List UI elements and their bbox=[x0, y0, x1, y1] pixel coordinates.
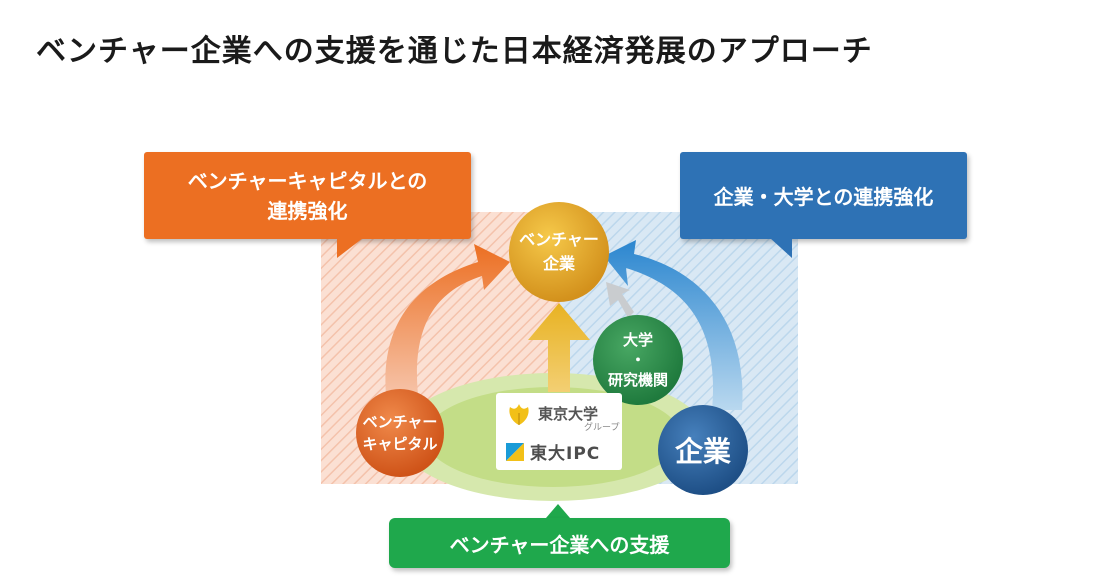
venture-support-callout: ベンチャー企業への支援 bbox=[389, 518, 730, 568]
utokyo-name: 東京大学 bbox=[538, 405, 599, 423]
venture-label-2: 企業 bbox=[542, 254, 575, 273]
univ-node: 大学 ・ 研究機関 bbox=[593, 315, 683, 405]
vc-circle bbox=[356, 389, 444, 477]
univ-arrow bbox=[606, 282, 634, 318]
corp-callout-tail bbox=[770, 238, 792, 258]
ginkgo-icon bbox=[509, 404, 529, 425]
vc-collab-line2: 連携強化 bbox=[267, 198, 348, 223]
venture-circle bbox=[509, 202, 609, 302]
page-title: ベンチャー企業への支援を通じた日本経済発展のアプローチ bbox=[36, 34, 873, 69]
corp-label: 企業 bbox=[674, 435, 731, 468]
vc-callout-tail bbox=[337, 238, 363, 258]
vc-label-1: ベンチャー bbox=[362, 413, 438, 431]
utokyo-logo: 東京大学 bbox=[506, 401, 598, 427]
corp-arrow bbox=[604, 240, 743, 410]
corp-circle bbox=[658, 405, 748, 495]
ipc-logo: 東大IPC bbox=[506, 439, 600, 464]
vc-label-2: キャピタル bbox=[362, 435, 438, 453]
univ-circle bbox=[593, 315, 683, 405]
vc-node: ベンチャー キャピタル bbox=[356, 389, 444, 477]
univ-label-1: 大学 bbox=[622, 331, 653, 349]
vc-arrow bbox=[385, 244, 510, 395]
venture-node: ベンチャー 企業 bbox=[509, 202, 609, 302]
ipc-arrow bbox=[528, 303, 590, 392]
corp-univ-collab-label: 企業・大学との連携強化 bbox=[713, 185, 934, 209]
univ-label-dot: ・ bbox=[630, 351, 646, 369]
corp-node: 企業 bbox=[658, 405, 748, 495]
vc-collab-callout: ベンチャーキャピタルとの 連携強化 bbox=[144, 152, 471, 239]
support-callout-tail bbox=[546, 504, 570, 518]
venture-support-label: ベンチャー企業への支援 bbox=[449, 532, 670, 557]
venture-label-1: ベンチャー bbox=[519, 230, 599, 249]
ipc-mark-icon bbox=[506, 442, 524, 461]
vc-collab-line1: ベンチャーキャピタルとの bbox=[187, 168, 428, 193]
utokyo-subtitle: グループ bbox=[584, 423, 620, 433]
univ-label-2: 研究機関 bbox=[607, 371, 668, 389]
utokyo-ipc-logo-box: 東京大学 グループ 東大IPC bbox=[496, 393, 622, 470]
corp-univ-collab-callout: 企業・大学との連携強化 bbox=[680, 152, 967, 239]
ipc-name: 東大IPC bbox=[530, 444, 601, 464]
